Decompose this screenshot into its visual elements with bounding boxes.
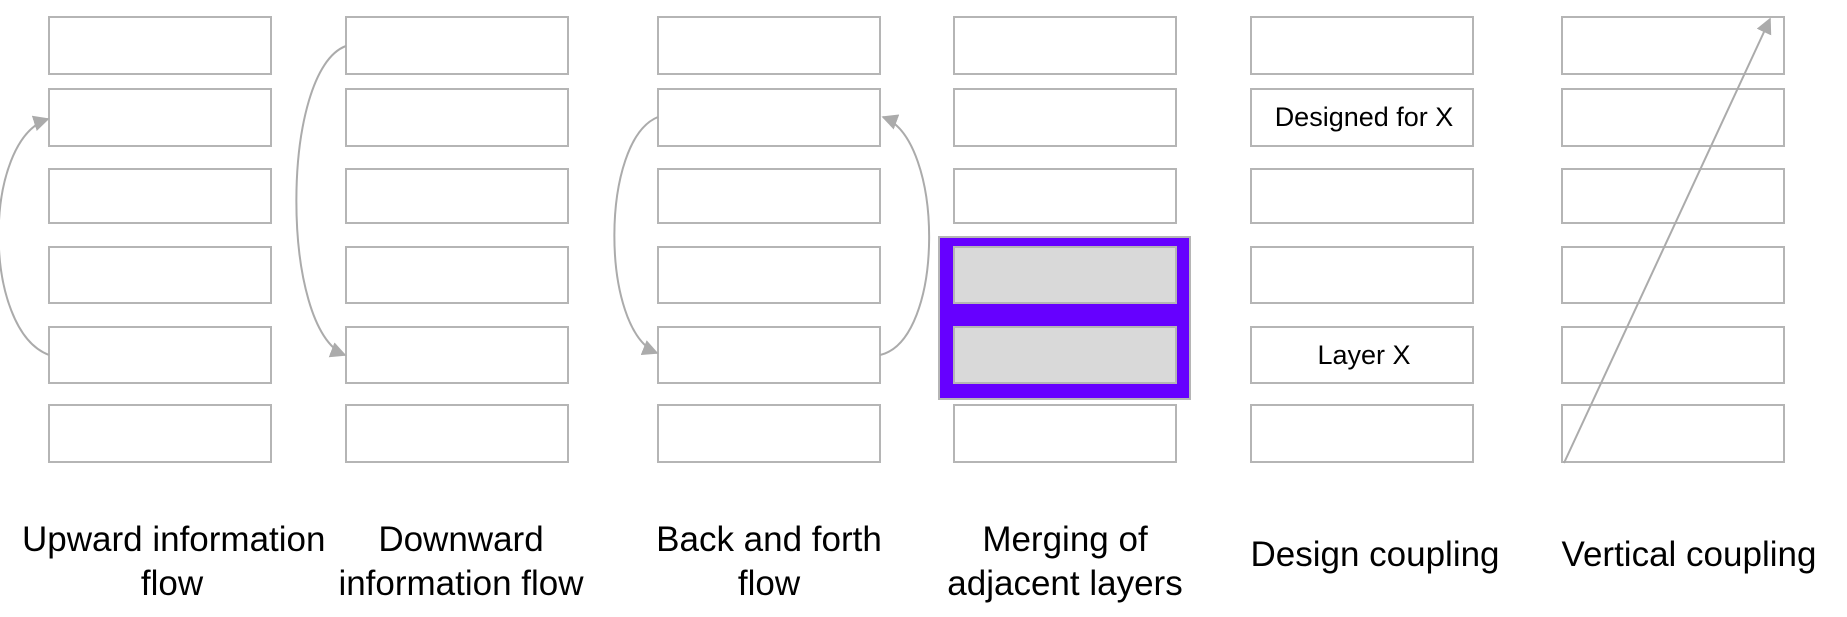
layer-box-design-coupling-5: [1250, 326, 1474, 384]
caption-upward-information-flow: Upward information flow: [22, 518, 326, 606]
layer-box-back-forth-5: [657, 326, 881, 384]
layer-box-vertical-coupling-1: [1561, 16, 1785, 75]
layer-box-merging-5: [953, 326, 1177, 384]
caption-design-coupling: Design coupling: [1225, 533, 1525, 577]
layer-box-back-forth-3: [657, 168, 881, 224]
vertical-coupling-arrow: [1563, 17, 1772, 464]
upward-flow-arrow: [0, 115, 50, 356]
layer-box-upward-3: [48, 168, 272, 224]
layer-box-upward-6: [48, 404, 272, 463]
layer-box-design-coupling-3: [1250, 168, 1474, 224]
layer-box-vertical-coupling-5: [1561, 326, 1785, 384]
layer-box-back-forth-2: [657, 88, 881, 147]
layer-box-downward-5: [345, 326, 569, 384]
layer-x-label: Layer X: [1317, 340, 1410, 370]
layer-box-downward-6: [345, 404, 569, 463]
layer-box-design-coupling-1: [1250, 16, 1474, 75]
caption-line: Downward: [378, 520, 544, 559]
caption-vertical-coupling: Vertical coupling: [1539, 533, 1839, 577]
layer-box-back-forth-4: [657, 246, 881, 304]
layer-box-back-forth-6: [657, 404, 881, 463]
caption-downward-information-flow: Downward information flow: [311, 518, 611, 606]
layer-box-design-coupling-4: [1250, 246, 1474, 304]
layer-box-merging-2: [953, 88, 1177, 147]
layer-box-downward-2: [345, 88, 569, 147]
downward-flow-arrow: [295, 45, 347, 358]
back-forth-down-arrow: [613, 116, 659, 355]
layer-box-upward-1: [48, 16, 272, 75]
caption-merging-of-adjacent-layers: Merging of adjacent layers: [915, 518, 1215, 606]
layer-box-upward-5: [48, 326, 272, 384]
caption-line: adjacent layers: [947, 564, 1183, 603]
layer-stacks: [48, 16, 1785, 463]
caption-line: information flow: [338, 564, 584, 603]
caption-line: Back and forth: [656, 520, 882, 559]
layer-box-vertical-coupling-2: [1561, 88, 1785, 147]
caption-line: flow: [140, 564, 204, 603]
back-forth-up-arrow: [879, 114, 931, 356]
caption-line: Design coupling: [1250, 535, 1500, 574]
layer-box-design-coupling-6: [1250, 404, 1474, 463]
layer-box-downward-4: [345, 246, 569, 304]
layer-box-vertical-coupling-3: [1561, 168, 1785, 224]
layer-box-merging-3: [953, 168, 1177, 224]
layer-box-upward-2: [48, 88, 272, 147]
layer-box-design-coupling-2: [1250, 88, 1474, 147]
caption-line: Vertical coupling: [1561, 535, 1817, 574]
layer-box-back-forth-1: [657, 16, 881, 75]
layer-box-downward-3: [345, 168, 569, 224]
caption-line: Upward information: [22, 520, 326, 559]
caption-line: Merging of: [982, 520, 1148, 559]
designed-for-x-label: Designed for X: [1275, 102, 1454, 132]
layer-box-merging-4: [953, 246, 1177, 304]
layer-box-downward-1: [345, 16, 569, 75]
layer-box-merging-1: [953, 16, 1177, 75]
layer-box-vertical-coupling-4: [1561, 246, 1785, 304]
layer-box-merging-6: [953, 404, 1177, 463]
caption-line: flow: [737, 564, 801, 603]
layer-box-upward-4: [48, 246, 272, 304]
layer-box-vertical-coupling-6: [1561, 404, 1785, 463]
caption-back-and-forth-flow: Back and forth flow: [619, 518, 919, 606]
